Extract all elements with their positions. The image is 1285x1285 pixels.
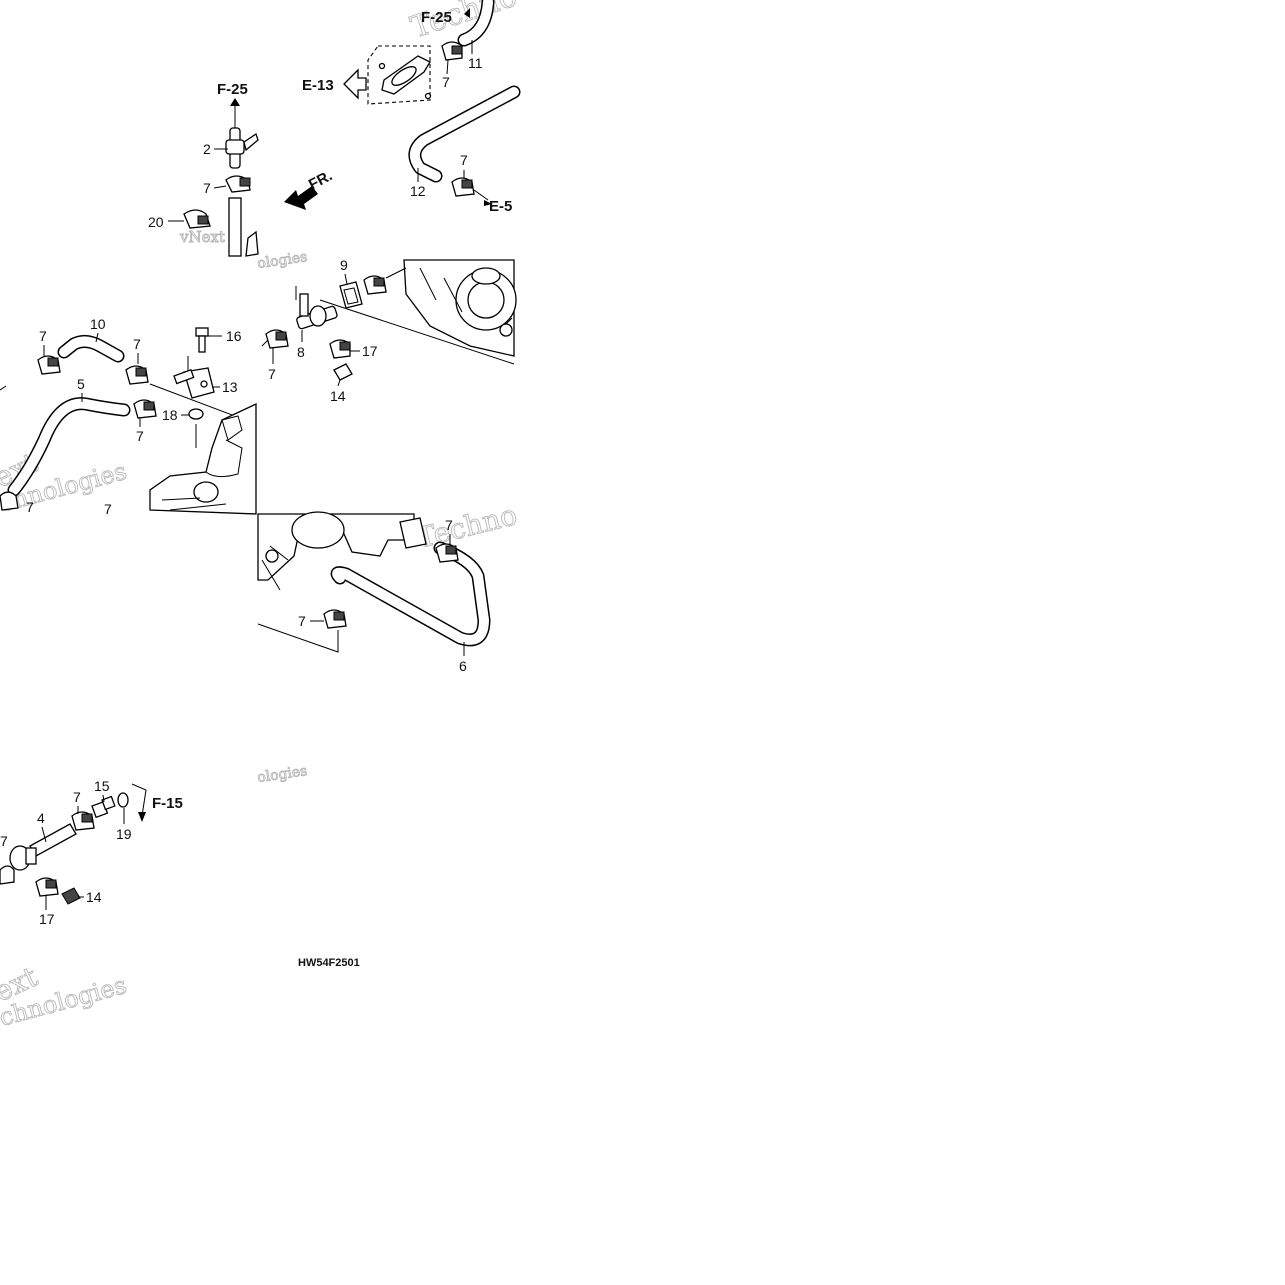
part-19-washer — [117, 792, 129, 808]
front-arrow-icon — [284, 186, 318, 210]
callout-7: 7 — [203, 180, 211, 196]
callout-7: 7 — [104, 501, 112, 517]
part-17-clamp — [35, 877, 59, 897]
watermark-text: vNext T — [179, 228, 240, 246]
tile-middle-left: 10 7 7 5 7 16 — [0, 316, 257, 517]
callout-7: 7 — [442, 74, 450, 90]
clamp-icon — [323, 609, 347, 629]
callout-17: 17 — [39, 911, 55, 927]
callout-7: 7 — [0, 833, 8, 849]
callout-9: 9 — [340, 257, 348, 273]
clamp-icon — [225, 175, 251, 193]
part-4-pipe — [29, 823, 77, 857]
clamp-icon — [435, 543, 459, 563]
callout-7: 7 — [133, 336, 141, 352]
pipe — [228, 197, 242, 257]
e13-gasket-part — [378, 55, 432, 100]
callout-18: 18 — [162, 407, 178, 423]
part-18-washer — [188, 408, 204, 420]
ref-e5: E-5 — [489, 198, 512, 215]
clamp-icon — [363, 275, 387, 295]
callout-17: 17 — [362, 343, 378, 359]
part-8-tee-fitting — [296, 293, 338, 330]
callout-7: 7 — [26, 499, 34, 515]
ref-f15: F-15 — [152, 795, 183, 812]
tile-top-middle: F-25 11 7 E-13 12 7 — [302, 0, 521, 215]
ref-f25: F-25 — [217, 81, 248, 98]
part-2-tee-joint — [225, 127, 259, 169]
clamp-icon — [0, 491, 19, 511]
callout-2: 2 — [203, 141, 211, 157]
callout-19: 19 — [116, 826, 132, 842]
ref-e13: E-13 — [302, 77, 334, 94]
callout-5: 5 — [77, 376, 85, 392]
part-20-clip — [183, 209, 211, 229]
callout-4: 4 — [37, 810, 45, 826]
watermark-text: ologies — [256, 249, 308, 272]
callout-7: 7 — [39, 328, 47, 344]
callout-7: 7 — [268, 366, 276, 382]
callout-12: 12 — [410, 183, 426, 199]
clamp-icon — [37, 355, 61, 375]
callout-7: 7 — [460, 152, 468, 168]
part-14-pad — [333, 363, 353, 381]
callout-7: 7 — [445, 517, 453, 533]
arrow-down-icon — [138, 812, 146, 822]
callout-14: 14 — [86, 889, 102, 905]
tile-top-left: F-25 2 7 FR. 20 — [148, 81, 335, 257]
tile-lower-center: 6 7 7 — [257, 511, 491, 674]
arrow-up-icon — [230, 98, 240, 106]
part-17-clamp — [329, 339, 351, 359]
part-16-bolt — [195, 327, 209, 353]
callout-20: 20 — [148, 214, 164, 230]
watermark-text: ologies — [256, 763, 308, 786]
callout-8: 8 — [297, 344, 305, 360]
diagram-code: HW54F2501 — [298, 957, 360, 969]
clamp-icon — [441, 41, 463, 61]
callout-16: 16 — [226, 328, 242, 344]
engine-block-fragment — [149, 402, 257, 515]
watermark-text: Techno — [414, 498, 521, 555]
part-13-outlet — [173, 367, 215, 399]
clamp-icon — [0, 865, 15, 885]
callout-14: 14 — [330, 388, 346, 404]
water-pump-housing — [385, 259, 517, 357]
part-9-gasket — [339, 281, 363, 309]
clamp-icon — [133, 399, 157, 419]
clamp-icon — [71, 811, 95, 831]
part-14-pad — [61, 887, 81, 905]
clamp-icon — [125, 365, 149, 385]
callout-13: 13 — [222, 379, 238, 395]
clamp-icon — [265, 329, 289, 349]
tile-center: 9 8 7 17 14 — [261, 257, 517, 404]
clamp-icon — [451, 177, 475, 197]
ref-f25-top: F-25 — [421, 9, 452, 26]
callout-7: 7 — [298, 613, 306, 629]
callout-10: 10 — [90, 316, 106, 332]
callout-7: 7 — [136, 428, 144, 444]
part-15-nipple — [91, 795, 116, 819]
callout-6: 6 — [459, 658, 467, 674]
tile-bottom-left: 4 7 15 19 F-15 17 — [0, 778, 360, 969]
callout-15: 15 — [94, 778, 110, 794]
thermostat-housing — [257, 511, 427, 591]
callout-11: 11 — [468, 55, 483, 71]
callout-7: 7 — [73, 789, 81, 805]
arrow-left-outline-icon — [343, 68, 367, 100]
pipe-tee-fitting — [9, 845, 37, 871]
